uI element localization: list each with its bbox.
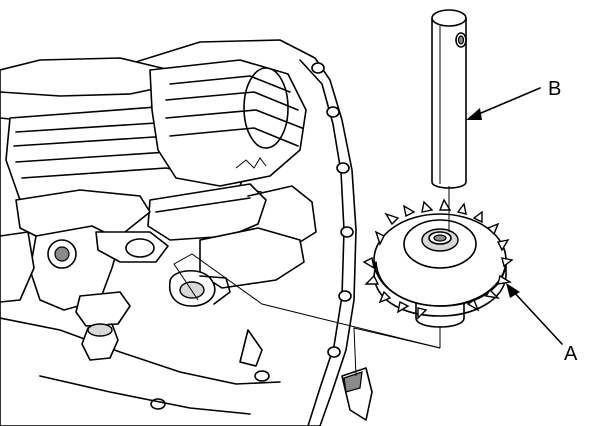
callout-leader-a bbox=[506, 283, 563, 345]
gear-shaft-pin bbox=[431, 9, 467, 189]
shift-mechanism bbox=[0, 189, 169, 361]
gear-teeth bbox=[362, 198, 514, 320]
gear-mounting-bore bbox=[168, 185, 317, 307]
mainshaft-gear-stack bbox=[0, 57, 307, 241]
idler-gear bbox=[362, 198, 514, 328]
case-bolt-holes bbox=[150, 62, 354, 410]
callout-leader-b bbox=[466, 87, 541, 120]
callout-label-b: B bbox=[548, 78, 561, 100]
assembly-alignment-lines bbox=[173, 186, 450, 377]
case-bolt bbox=[81, 323, 119, 361]
callout-label-a: A bbox=[564, 343, 578, 365]
